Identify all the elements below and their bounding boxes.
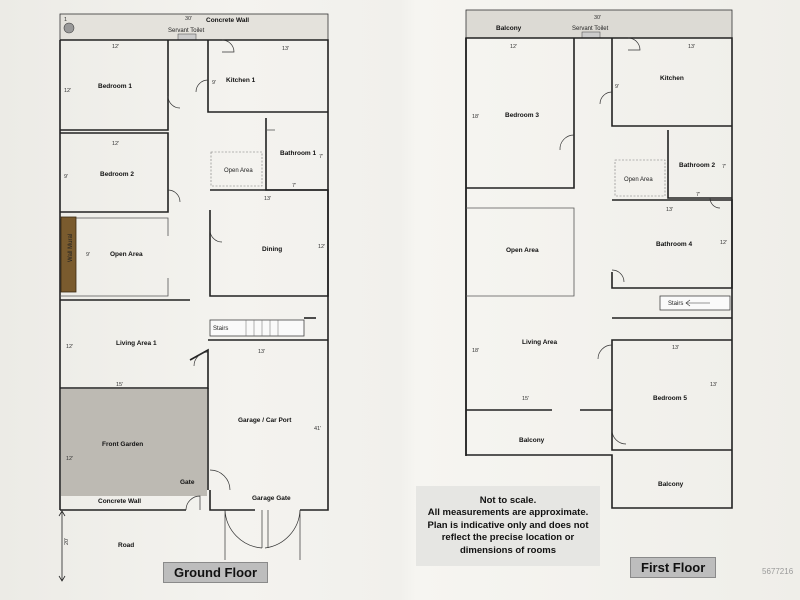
label-garage-gate: Garage Gate	[252, 495, 291, 502]
label-front-garden: Front Garden	[102, 441, 143, 448]
living-area-walls	[466, 339, 732, 411]
dim-bed3-h: 18'	[472, 114, 479, 120]
first-floor-title: First Floor	[630, 557, 717, 578]
wall-mural-panel	[60, 216, 77, 293]
garage-gate-doors	[224, 509, 301, 560]
label-living-area: Living Area	[522, 339, 558, 346]
note-line-4: reflect the precise location or	[441, 532, 575, 544]
dim-bed1-w: 12'	[112, 44, 119, 50]
dim-bath-h: 7'	[319, 154, 323, 160]
ground-floor-title: Ground Floor	[163, 562, 269, 583]
north-mark: 1	[64, 17, 67, 23]
front-garden-area	[61, 389, 207, 496]
dim-living-ff-w: 15'	[522, 396, 529, 402]
label-balcony-right: Balcony	[658, 481, 684, 488]
ground-floor-plan: 1	[58, 13, 329, 582]
dim-living-w: 15'	[116, 382, 123, 388]
bathroom-4-walls	[611, 199, 733, 289]
label-garage: Garage / Car Port	[238, 417, 292, 424]
label-open-area-small-ff: Open Area	[624, 177, 653, 183]
open-area-small-outline	[210, 151, 263, 187]
label-concrete-wall-top: Concrete Wall	[206, 17, 249, 24]
kitchen-walls	[611, 38, 732, 127]
label-bedroom-2: Bedroom 2	[100, 171, 134, 178]
first-outer-walls	[465, 37, 733, 509]
dim-open-h: 9'	[86, 252, 90, 258]
note-line-5: dimensions of rooms	[459, 544, 557, 556]
dim-gf-top: 30'	[185, 16, 192, 22]
label-open-area-small-gf: Open Area	[224, 168, 253, 174]
first-floor-plan: Balcony Servant Toilet Bedroom 3 Kitchen…	[465, 9, 733, 509]
label-servant-toilet-ff: Servant Toilet	[572, 26, 609, 32]
label-open-area-ff: Open Area	[506, 247, 539, 254]
note-line-3: Plan is indicative only and does not	[427, 519, 589, 531]
kitchen-1-walls	[207, 40, 328, 113]
dim-dining-h: 12'	[318, 244, 325, 250]
dim-ff-top: 30'	[594, 15, 601, 21]
dining-walls	[209, 189, 329, 297]
dim-bath2-w: 7'	[696, 192, 700, 198]
open-area-walls	[60, 217, 169, 297]
dim-living-h: 12'	[66, 344, 73, 350]
label-gate: Gate	[180, 479, 195, 486]
dim-kitchen-ff-w: 13'	[688, 44, 695, 50]
tank-icon	[63, 22, 75, 34]
label-bathroom-2: Bathroom 2	[679, 162, 716, 169]
label-servant-toilet-gf: Servant Toilet	[168, 28, 205, 34]
label-concrete-wall-bottom: Concrete Wall	[98, 498, 141, 505]
dim-kitchen-w: 13'	[282, 46, 289, 52]
open-area-ff-walls	[466, 207, 575, 297]
disclaimer-note: Not to scale. All measurements are appro…	[416, 486, 600, 566]
label-bedroom-5: Bedroom 5	[653, 395, 687, 402]
dim-bed5-w: 13'	[672, 345, 679, 351]
label-kitchen-1: Kitchen 1	[226, 77, 256, 84]
label-wall-mural: Wall Mural	[68, 234, 74, 262]
label-bedroom-1: Bedroom 1	[98, 83, 132, 90]
watermark: 5677216	[762, 567, 794, 576]
dim-kitchen-ff-h: 9'	[615, 84, 619, 90]
dim-bath2-h: 7'	[722, 164, 726, 170]
bedroom-1-walls	[60, 40, 169, 131]
label-bathroom-1: Bathroom 1	[280, 150, 317, 157]
label-bathroom-4: Bathroom 4	[656, 241, 693, 248]
label-kitchen: Kitchen	[660, 75, 684, 82]
dim-bed5-h: 13'	[710, 382, 717, 388]
label-living-area-1: Living Area 1	[116, 340, 157, 347]
dim-bed1-h: 12'	[64, 88, 71, 94]
ground-stairs	[209, 319, 305, 337]
label-stairs-gf: Stairs	[213, 326, 228, 332]
dim-living-ff-h: 18'	[472, 348, 479, 354]
dim-bed2-h: 9'	[64, 174, 68, 180]
label-balcony-top: Balcony	[496, 25, 522, 32]
dim-road-h: 20'	[64, 538, 70, 545]
note-line-2: All measurements are approximate.	[427, 507, 589, 519]
label-dining: Dining	[262, 246, 282, 253]
dim-bed3-w: 12'	[510, 44, 517, 50]
dim-dining-w: 13'	[264, 196, 271, 202]
dim-garage-w: 13'	[258, 349, 265, 355]
label-road: Road	[118, 542, 134, 549]
dim-bath4-h: 12'	[720, 240, 727, 246]
note-line-1: Not to scale.	[479, 494, 537, 506]
label-open-area-gf: Open Area	[110, 251, 143, 258]
dim-bath-w: 7'	[292, 183, 296, 189]
bathroom-2-walls	[667, 130, 732, 199]
dim-bed2-w: 12'	[112, 141, 119, 147]
label-stairs-ff: Stairs	[668, 301, 683, 307]
label-bedroom-3: Bedroom 3	[505, 112, 539, 119]
label-balcony-left: Balcony	[519, 437, 545, 444]
dim-garage-h: 41'	[314, 426, 321, 432]
bedroom-2-walls	[60, 132, 169, 213]
bedroom-5-walls	[611, 410, 732, 451]
servant-toilet-fixture-ff	[581, 31, 601, 39]
servant-toilet-fixture	[177, 33, 197, 41]
dim-kitchen-h: 9'	[212, 80, 216, 86]
bedroom-3-walls	[466, 38, 575, 189]
open-area-small-ff-outline	[614, 159, 666, 197]
dim-garden-h: 12'	[66, 456, 73, 462]
dim-bath4-w: 13'	[666, 207, 673, 213]
